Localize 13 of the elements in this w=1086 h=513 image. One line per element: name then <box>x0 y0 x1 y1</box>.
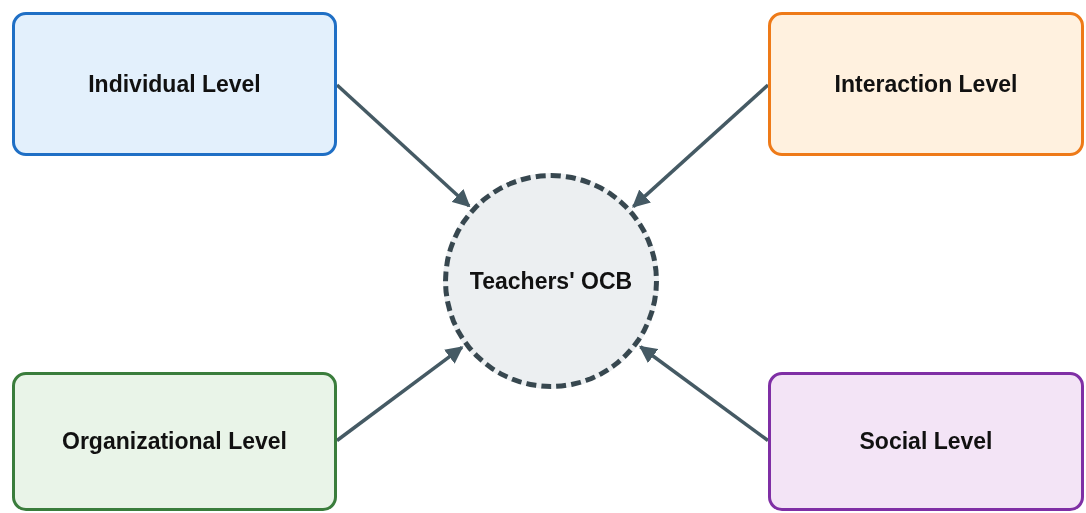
level-box <box>12 372 337 511</box>
arrow <box>639 345 770 442</box>
arrow <box>335 345 464 442</box>
node-label: Individual Level <box>88 70 261 98</box>
arrow <box>632 83 770 208</box>
arrow <box>335 83 471 208</box>
node-label: Teachers' OCB <box>469 267 633 295</box>
level-box <box>768 12 1084 156</box>
node-label: Social Level <box>859 428 993 455</box>
level-box <box>768 372 1084 511</box>
level-box <box>12 12 337 156</box>
node-label: Organizational Level <box>62 428 287 455</box>
node-label: Interaction Level <box>834 70 1018 98</box>
